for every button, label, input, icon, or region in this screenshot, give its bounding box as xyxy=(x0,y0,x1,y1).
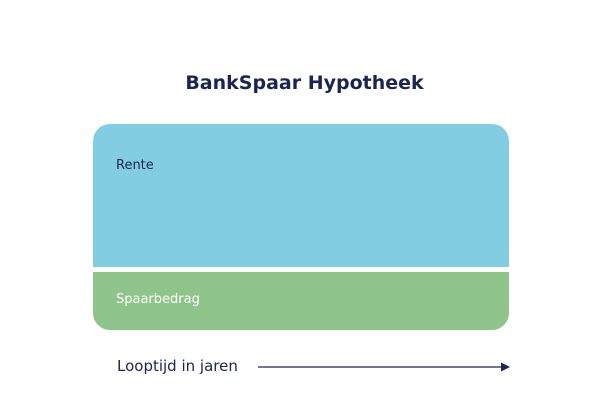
diagram-title: BankSpaar Hypotheek xyxy=(185,72,424,94)
duration-arrow-icon xyxy=(258,362,510,372)
spaarbedrag-block: Spaarbedrag xyxy=(93,272,509,330)
rente-block: Rente xyxy=(93,124,509,267)
duration-axis-label: Looptijd in jaren xyxy=(117,357,238,375)
rente-label: Rente xyxy=(116,158,154,173)
mortgage-diagram: Rente Spaarbedrag xyxy=(93,124,509,330)
spaarbedrag-label: Spaarbedrag xyxy=(116,292,200,307)
